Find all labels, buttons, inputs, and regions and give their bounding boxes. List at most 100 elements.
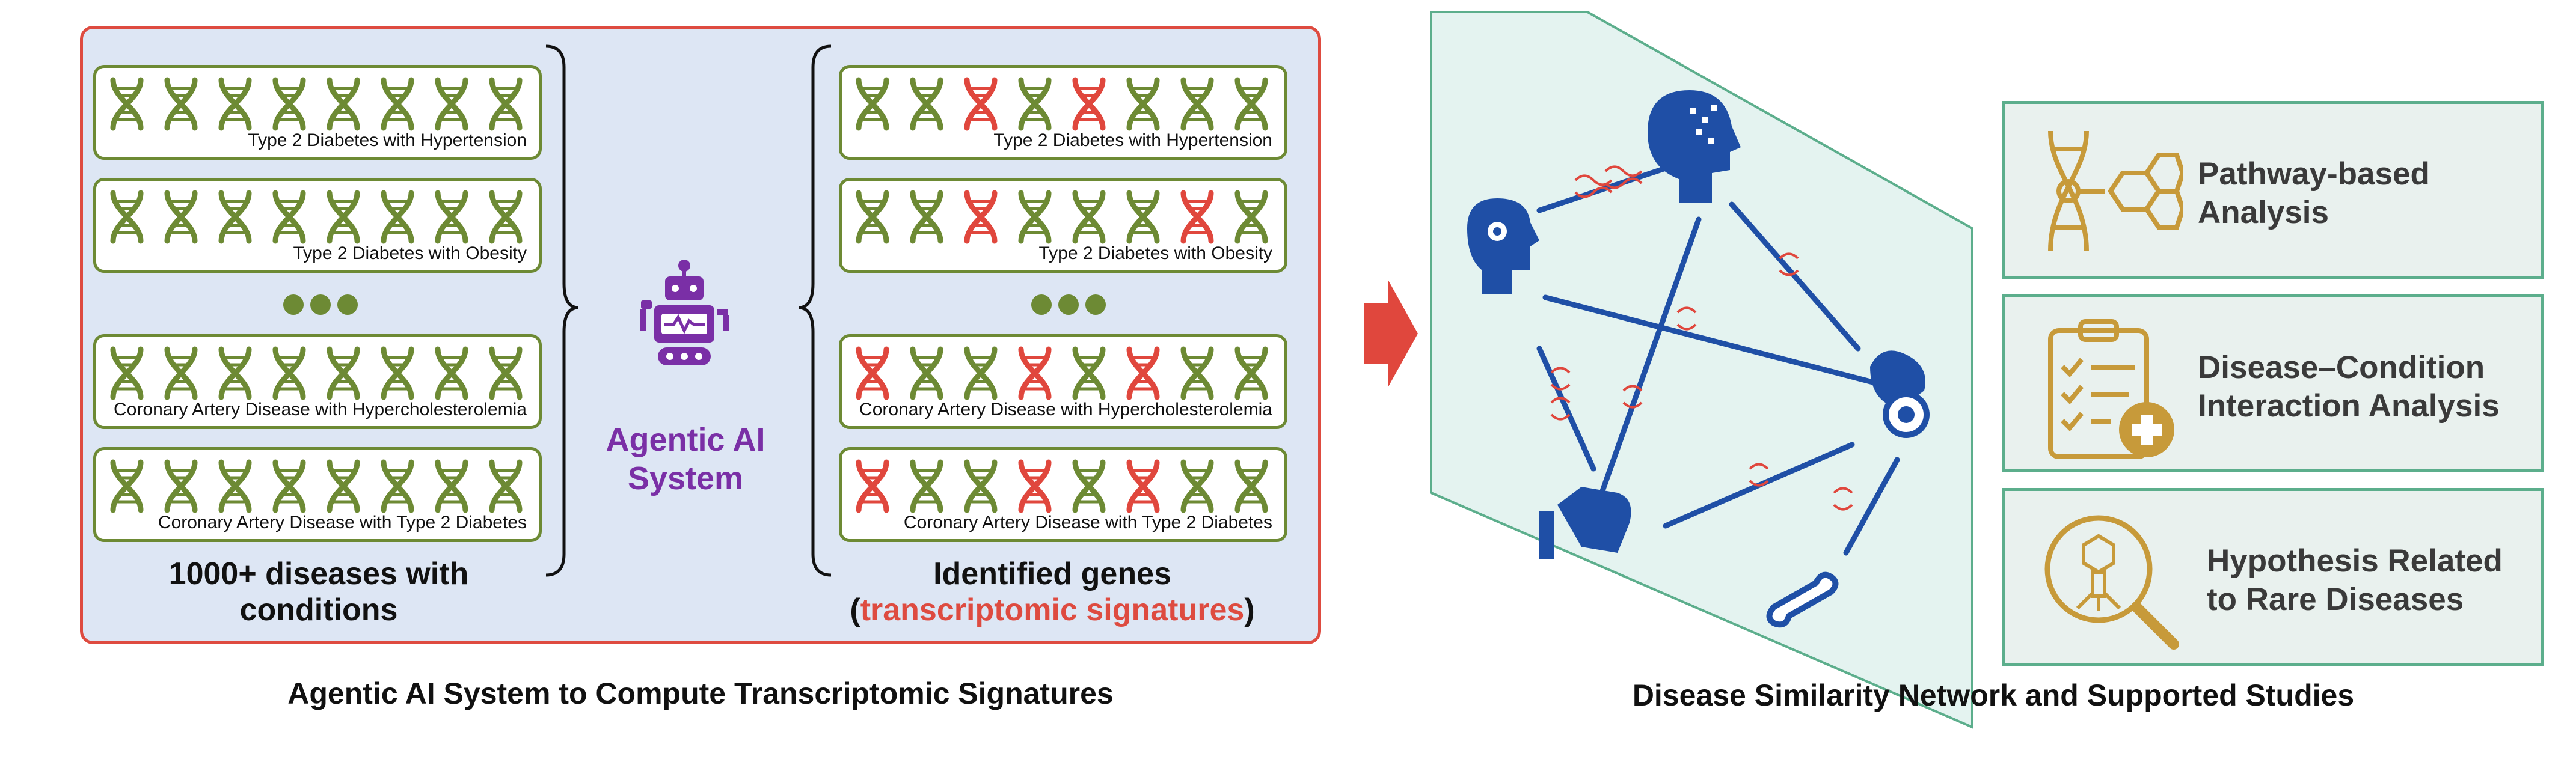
- gene-green-icon: [907, 76, 946, 132]
- input-row: Coronary Artery Disease with Hypercholes…: [93, 334, 542, 429]
- gene-green-icon: [853, 189, 892, 245]
- gene-green-icon: [269, 189, 309, 245]
- gene-green-icon: [1015, 189, 1055, 245]
- gene-green-icon: [1177, 76, 1217, 132]
- gene-green-icon: [378, 346, 417, 401]
- system-label-line2: System: [627, 460, 744, 496]
- gene-green-icon: [269, 346, 309, 401]
- output-row-label: Type 2 Diabetes with Hypertension: [993, 130, 1272, 150]
- gene-green-icon: [161, 346, 201, 401]
- gene-red-icon: [961, 76, 1001, 132]
- card-pathway-line2: Analysis: [2198, 195, 2329, 230]
- gene-green-icon: [269, 76, 309, 132]
- input-row: Type 2 Diabetes with Obesity: [93, 178, 542, 273]
- gene-green-icon: [161, 189, 201, 245]
- left-title: Agentic AI System to Compute Transcripto…: [287, 677, 1114, 710]
- gene-red-icon: [1015, 459, 1055, 514]
- gene-red-icon: [961, 189, 1001, 245]
- output-row-label: Coronary Artery Disease with Type 2 Diab…: [903, 513, 1272, 532]
- input-ellipsis: [281, 293, 360, 320]
- gene-green-icon: [961, 346, 1001, 401]
- card-hypothesis-line1: Hypothesis Related: [2207, 543, 2503, 579]
- input-row-label: Coronary Artery Disease with Type 2 Diab…: [158, 513, 527, 532]
- card-disease-condition-line2: Interaction Analysis: [2198, 388, 2500, 424]
- gene-green-icon: [215, 459, 255, 514]
- input-caption: 1000+ diseases with conditions: [96, 556, 541, 628]
- card-pathway: Pathway-based Analysis: [2002, 101, 2544, 279]
- gene-green-icon: [378, 76, 417, 132]
- gene-green-icon: [1123, 76, 1163, 132]
- system-label: Agentic AI System: [577, 421, 794, 498]
- gene-green-icon: [1231, 189, 1271, 245]
- clipboard-plus-icon: [2048, 319, 2174, 459]
- gene-green-icon: [1177, 346, 1217, 401]
- gene-green-icon: [1015, 76, 1055, 132]
- gene-red-icon: [853, 459, 892, 514]
- flow-arrow: [1364, 279, 1418, 388]
- gene-green-icon: [907, 459, 946, 514]
- input-caption-line1: 1000+ diseases with: [168, 556, 469, 591]
- bone-icon: [1766, 571, 1839, 628]
- output-row: Type 2 Diabetes with Hypertension: [839, 65, 1287, 160]
- gene-green-icon: [215, 76, 255, 132]
- gene-red-icon: [853, 346, 892, 401]
- card-disease-condition-text: Disease–Condition Interaction Analysis: [2198, 349, 2500, 425]
- input-row: Coronary Artery Disease with Type 2 Diab…: [93, 447, 542, 542]
- input-brace: [545, 44, 579, 577]
- gene-green-icon: [269, 459, 309, 514]
- gene-green-icon: [107, 189, 147, 245]
- input-row-label: Type 2 Diabetes with Obesity: [293, 243, 527, 263]
- gene-green-icon: [961, 459, 1001, 514]
- gene-green-icon: [107, 76, 147, 132]
- card-hypothesis: Hypothesis Related to Rare Diseases: [2002, 488, 2544, 666]
- gene-green-icon: [378, 189, 417, 245]
- gene-green-icon: [486, 189, 526, 245]
- right-title: Disease Similarity Network and Supported…: [1632, 678, 2355, 712]
- gene-green-icon: [107, 459, 147, 514]
- system-label-line1: Agentic AI: [606, 422, 765, 458]
- gene-green-icon: [324, 459, 363, 514]
- card-hypothesis-line2: to Rare Diseases: [2207, 582, 2464, 617]
- gene-green-icon: [1177, 459, 1217, 514]
- gene-green-icon: [1231, 459, 1271, 514]
- disease-network: [1430, 11, 1973, 730]
- gene-green-icon: [486, 346, 526, 401]
- magnifier-virus-icon: [2044, 515, 2179, 650]
- output-ellipsis: [1029, 293, 1108, 320]
- card-hypothesis-text: Hypothesis Related to Rare Diseases: [2207, 542, 2503, 619]
- output-brace: [798, 44, 832, 577]
- gene-red-icon: [1123, 459, 1163, 514]
- gene-green-icon: [107, 346, 147, 401]
- card-disease-condition: Disease–Condition Interaction Analysis: [2002, 294, 2544, 472]
- output-row: Coronary Artery Disease with Hypercholes…: [839, 334, 1287, 429]
- output-row: Type 2 Diabetes with Obesity: [839, 178, 1287, 273]
- gene-green-icon: [161, 76, 201, 132]
- kidney-icon: [1539, 487, 1631, 559]
- card-disease-condition-line1: Disease–Condition: [2198, 350, 2485, 385]
- brain-gear-icon: [1467, 198, 1539, 294]
- gene-green-icon: [1069, 346, 1109, 401]
- gene-red-icon: [1015, 346, 1055, 401]
- gene-red-icon: [1123, 346, 1163, 401]
- gene-green-icon: [1231, 76, 1271, 132]
- output-row-label: Type 2 Diabetes with Obesity: [1038, 243, 1272, 263]
- gene-green-icon: [324, 76, 363, 132]
- gene-red-icon: [1069, 76, 1109, 132]
- dna-hexagon-icon: [2048, 130, 2183, 252]
- input-row-label: Type 2 Diabetes with Hypertension: [248, 130, 527, 150]
- gene-green-icon: [432, 76, 471, 132]
- output-caption: Identified genes (transcriptomic signatu…: [818, 556, 1287, 628]
- output-caption-line1: Identified genes: [933, 556, 1171, 591]
- gene-green-icon: [907, 189, 946, 245]
- gene-green-icon: [432, 346, 471, 401]
- gene-green-icon: [324, 346, 363, 401]
- gene-green-icon: [1231, 346, 1271, 401]
- output-caption-open: (: [850, 593, 860, 627]
- input-caption-line2: conditions: [239, 593, 398, 627]
- gene-green-icon: [215, 189, 255, 245]
- gene-green-icon: [486, 76, 526, 132]
- gene-green-icon: [1069, 459, 1109, 514]
- gene-green-icon: [215, 346, 255, 401]
- input-row-label: Coronary Artery Disease with Hypercholes…: [114, 400, 527, 419]
- gene-green-icon: [907, 346, 946, 401]
